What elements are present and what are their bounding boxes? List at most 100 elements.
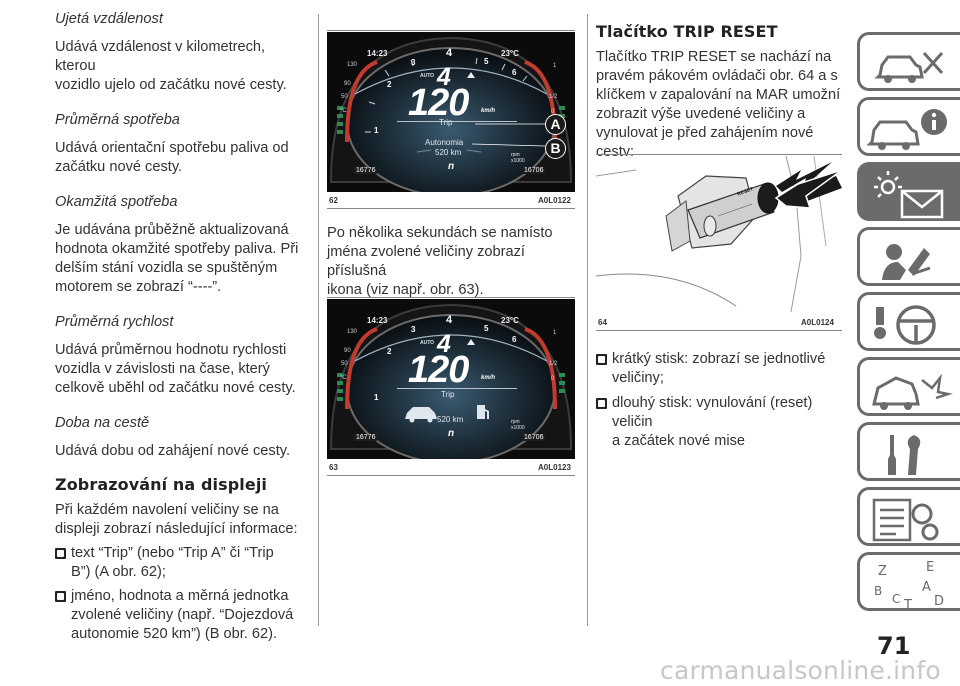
wrench-screwdriver-icon — [888, 435, 921, 475]
tab-maintenance[interactable] — [857, 422, 960, 481]
text-line: veličiny; — [612, 370, 664, 386]
cluster-scale-label: 0 — [551, 109, 555, 115]
cluster-tick-label: 3 — [411, 58, 416, 67]
car-icon — [405, 405, 437, 423]
bullet-item-short-press: krátký stisk: zobrazí se jednotlivé veli… — [596, 350, 852, 388]
cluster-scale-label: 130 — [347, 329, 358, 335]
alphabet-letter: Z — [878, 564, 887, 579]
trip-reset-body: Tlačítko TRIP RESET se nachází na pravém… — [596, 48, 852, 162]
instrument-cluster-figure-62: 14:23 4 23°C 130 90 50 °C 1 1/2 0 3 2 1 … — [327, 32, 575, 192]
cluster-auto-label: AUTO — [420, 340, 435, 346]
callout-a-badge: A — [545, 114, 566, 135]
cluster-rpm-unit: rpm x1000 — [511, 152, 525, 164]
text-line: delším stání vozidla se spuštěným — [55, 260, 278, 276]
tab-starting-driving[interactable] — [857, 292, 960, 351]
figure-63-code: A0L0123 — [538, 463, 571, 472]
cluster-tick-label: 6 — [512, 68, 517, 77]
airbag-person-icon — [882, 244, 931, 280]
cluster-gear-top: 4 — [446, 47, 453, 59]
callout-a-label: A — [550, 116, 561, 132]
tab-index[interactable]: Z E A B C T D — [857, 552, 960, 613]
column-divider-right — [587, 14, 588, 626]
stalk-drawing — [596, 156, 842, 312]
cluster-autonomy-label: Autonomia — [425, 138, 464, 147]
cluster-odometer-left: 16776 — [354, 167, 378, 174]
checkbox-bullet-icon — [596, 354, 607, 365]
text-line: text “Trip” (nebo “Trip A” či “Trip — [71, 545, 274, 561]
text-line: celkově uběhl od začátku nové cesty. — [55, 380, 296, 396]
figure-62-top-rule — [327, 30, 575, 31]
text-line: Po několika sekundách se namísto — [327, 225, 553, 241]
checkbox-bullet-icon — [596, 398, 607, 409]
cluster-tick-label: 5 — [484, 57, 489, 66]
checkbox-bullet-icon — [55, 591, 66, 602]
cluster-scale-label: °C — [340, 375, 347, 381]
text-line: jména zvolené veličiny zobrazí příslušná — [327, 244, 525, 279]
column-divider-left — [318, 14, 319, 626]
text-line: krátký stisk: zobrazí se jednotlivé — [612, 351, 826, 367]
cluster-speed-unit: km/h — [481, 108, 496, 114]
car-warning-icon — [866, 109, 947, 150]
text-line: B”) (A obr. 62); — [71, 564, 166, 580]
cluster-shift-up-icon — [467, 72, 475, 78]
display-intro: Při každém navolení veličiny se na displ… — [55, 501, 305, 539]
tab-emergency[interactable] — [857, 357, 960, 416]
text-line: displeji zobrazí následující informace: — [55, 521, 298, 537]
text-line: zvolené veličiny (např. “Dojezdová — [71, 607, 294, 623]
section-body-distance: Udává vzdálenost v kilometrech, kterou v… — [55, 38, 305, 95]
checkbox-bullet-icon — [55, 548, 66, 559]
figure-64-code: A0L0124 — [801, 318, 834, 327]
cluster-drive-mode: n — [448, 428, 455, 439]
cluster-scale-label: 50 — [341, 94, 348, 100]
middle-body-text: Po několika sekundách se namísto jména z… — [327, 224, 585, 300]
text-line: vozidla v závislosti na čase, který — [55, 361, 270, 377]
cluster-gear-indicator: 4 — [437, 330, 451, 358]
section-title-distance: Ujetá vzdálenost — [55, 11, 163, 27]
cluster-tick-label: 5 — [484, 324, 489, 333]
cluster-tick-label: 6 — [512, 335, 517, 344]
tab-car-warning[interactable] — [857, 97, 960, 156]
alphabet-letter: E — [926, 560, 934, 575]
cluster-scale-label: 1 — [553, 63, 557, 69]
page-number: 71 — [877, 632, 911, 660]
watermark: carmanualsonline.info — [660, 656, 941, 685]
tab-technical-data[interactable] — [857, 487, 960, 546]
left-column: Ujetá vzdálenost Udává vzdálenost v kilo… — [55, 10, 305, 644]
cluster-scale-label: 1 — [553, 330, 557, 336]
text-line: a začátek nové mise — [612, 433, 746, 449]
fuel-pump-icon — [477, 405, 489, 419]
list-gear-icon — [872, 498, 939, 542]
cluster-odometer-right: 16706 — [522, 167, 546, 174]
bullet-item-long-press: dlouhý stisk: vynulování (reset) veličin… — [596, 394, 852, 451]
text-line: jméno, hodnota a měrná jednotka — [71, 588, 289, 604]
tab-lights-messages[interactable] — [857, 162, 960, 221]
steering-wrench-icon — [874, 305, 936, 345]
cluster-tick-label: 2 — [387, 347, 392, 356]
cluster-gear-top: 4 — [446, 314, 453, 326]
cluster-separator — [397, 121, 517, 122]
cluster-rpm-unit: rpm x1000 — [511, 419, 525, 431]
cluster-tick-label: 1 — [374, 393, 379, 402]
cluster-scale-label: 130 — [347, 62, 358, 68]
cluster-trip-label: Trip — [439, 118, 453, 127]
text-line: Udává dobu od zahájení nové cesty. — [55, 443, 291, 459]
section-body-trip-time: Udává dobu od zahájení nové cesty. — [55, 442, 305, 461]
callout-lines — [471, 123, 546, 147]
text-line: Udává orientační spotřebu paliva od — [55, 140, 289, 156]
alphabet-letter: C — [892, 592, 900, 606]
cluster-range: 520 km — [437, 415, 464, 424]
cluster-drawing — [327, 299, 575, 459]
instrument-cluster-figure-63: 14:23 4 23°C 130 90 50 °C 1 1/2 0 3 2 1 … — [327, 299, 575, 459]
section-title-trip-time: Doba na cestě — [55, 415, 150, 431]
cluster-auto-label: AUTO — [420, 73, 435, 79]
cluster-odometer-right: 16706 — [522, 434, 546, 441]
text-line: ikona (viz např. obr. 63). — [327, 282, 484, 298]
tab-safety[interactable] — [857, 227, 960, 286]
section-title-avg-consumption: Průměrná spotřeba — [55, 112, 180, 128]
cluster-range: 520 km — [435, 148, 462, 157]
cluster-tick-label: 2 — [387, 80, 392, 89]
tab-car-info[interactable] — [857, 32, 960, 91]
text-line: vozidlo ujelo od začátku nové cesty. — [55, 77, 287, 93]
figure-64-bottom-rule — [596, 330, 842, 331]
section-title-instant-consumption: Okamžitá spotřeba — [55, 194, 178, 210]
